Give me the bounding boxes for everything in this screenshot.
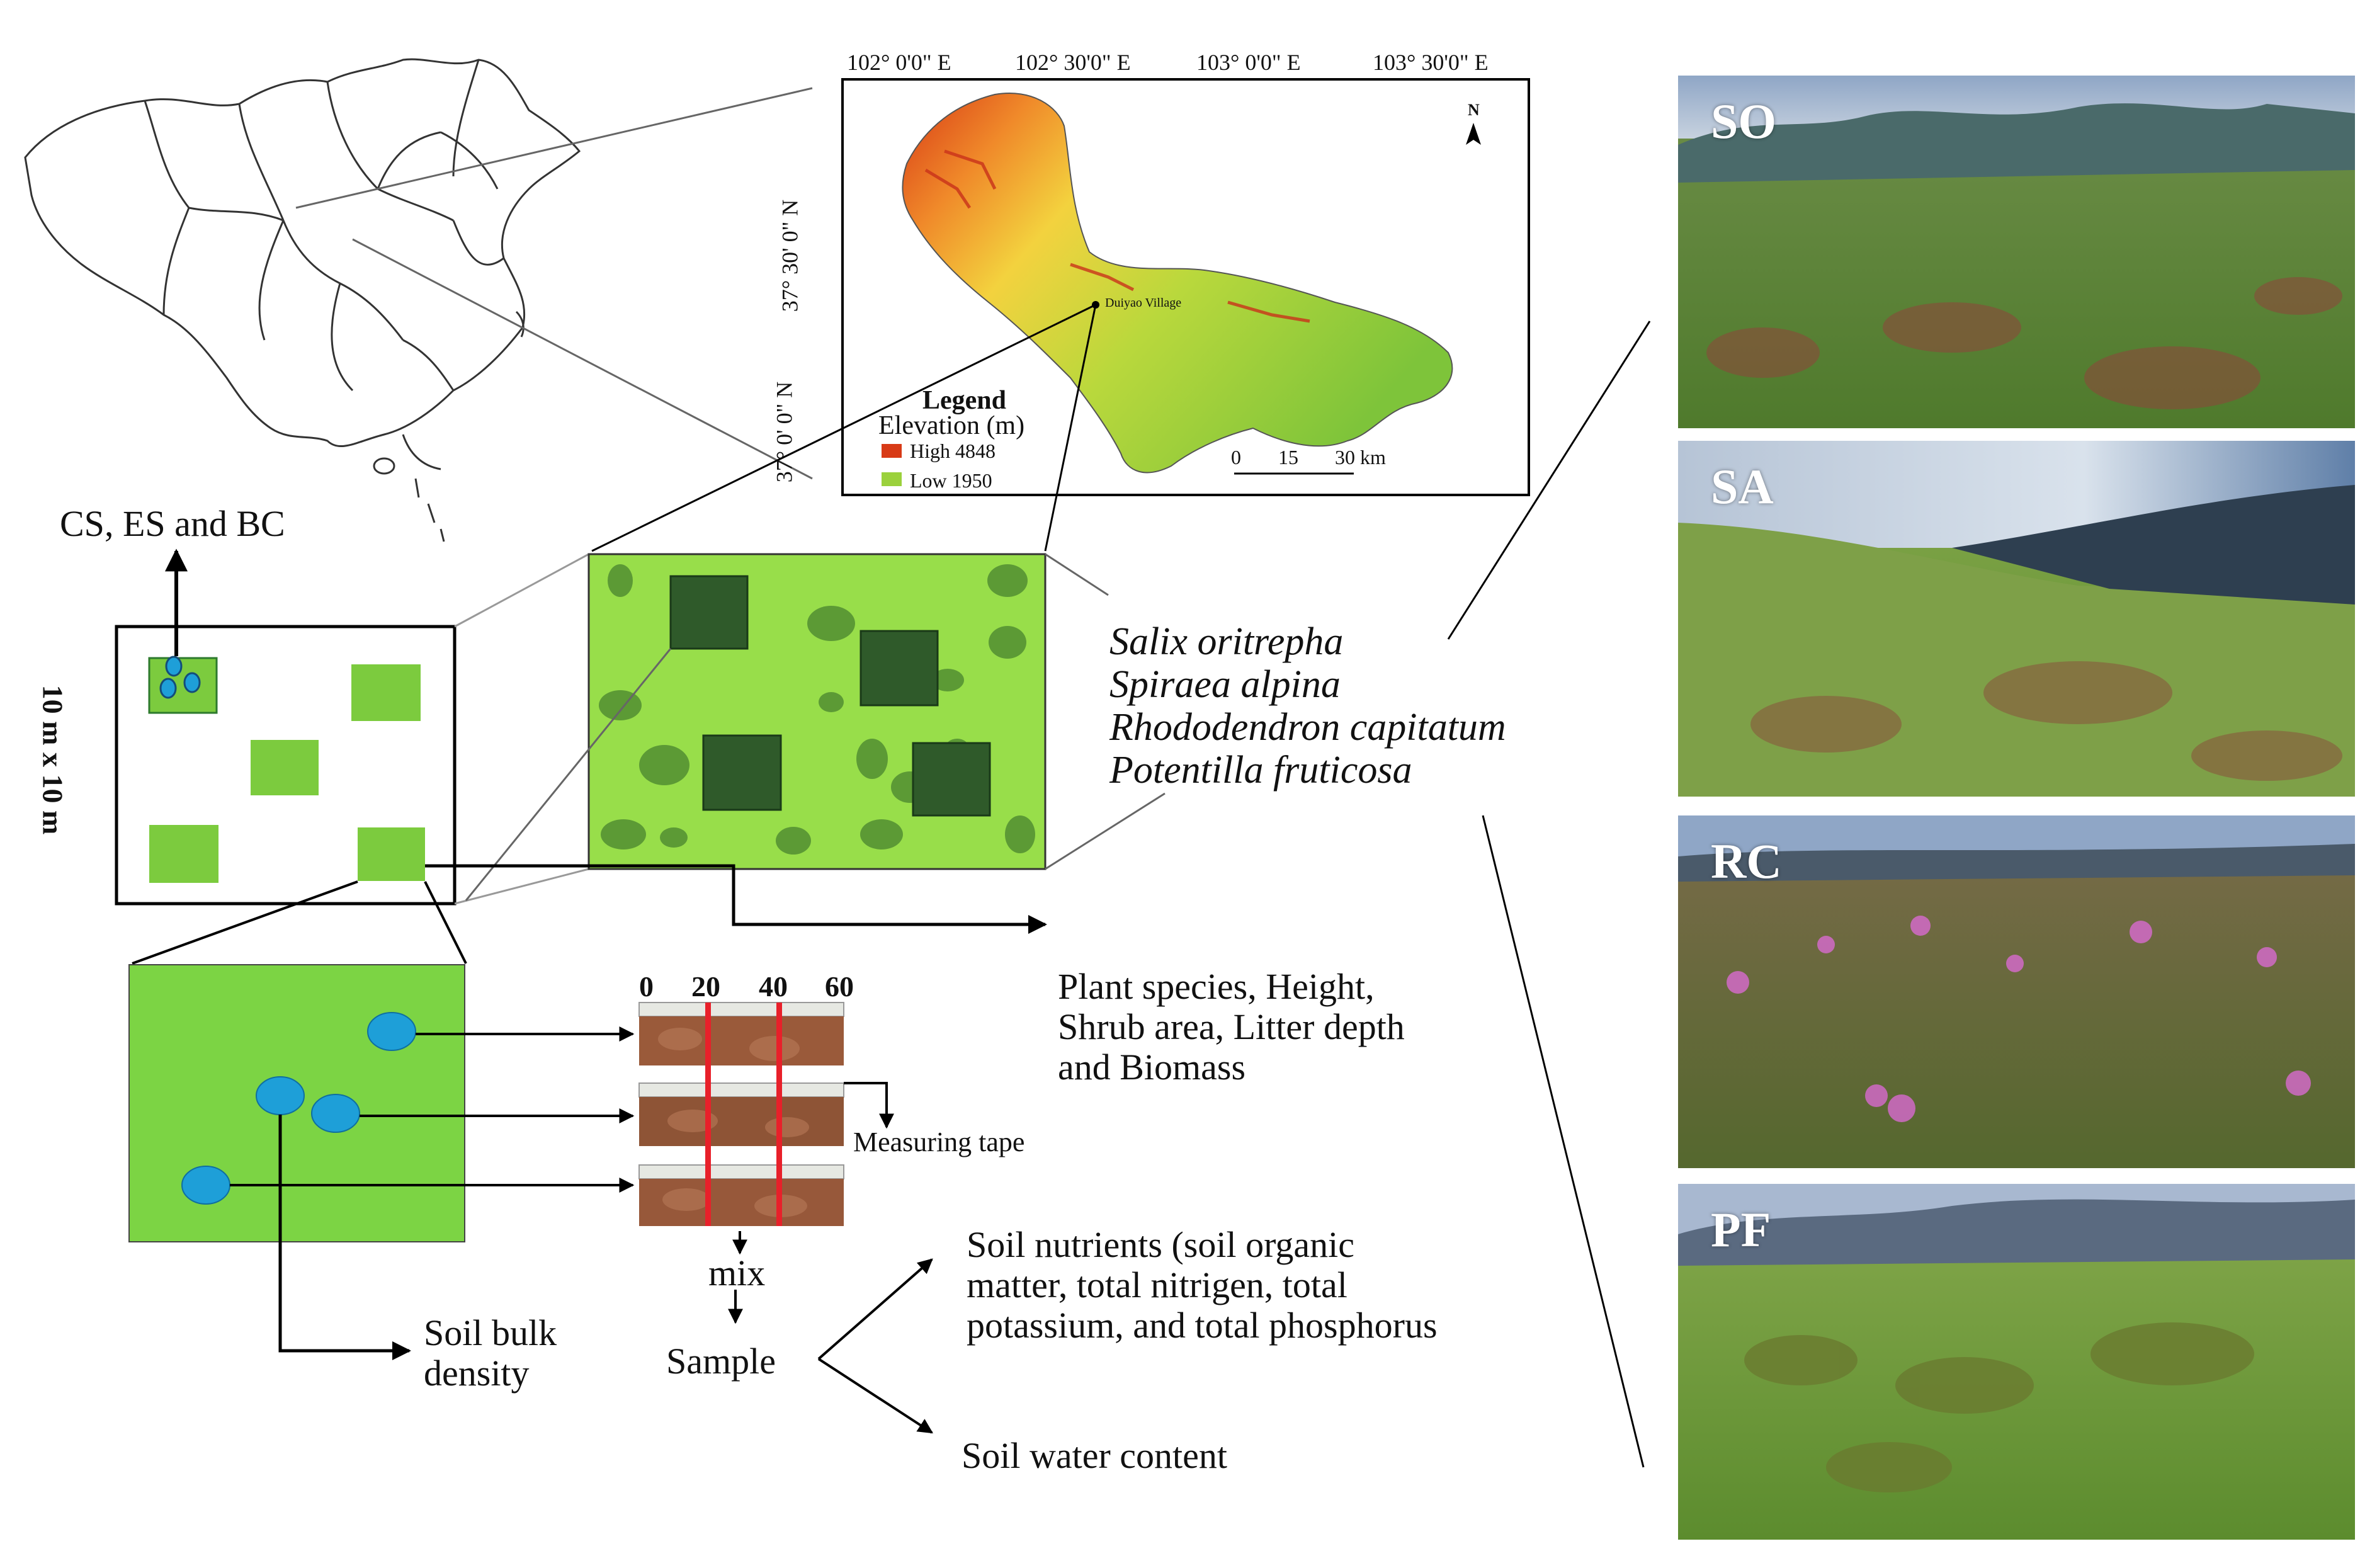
- photo-rc: [1678, 815, 2355, 1168]
- photo-pf-frame: PF: [1678, 1184, 2355, 1540]
- species-to-photos-connector-top: [1447, 321, 1651, 640]
- lon-tick-4: 103° 30'0" E: [1373, 50, 1489, 75]
- vegetation-output-line-1: Plant species, Height,: [1058, 966, 1375, 1007]
- study-area-elevation-shape: [902, 93, 1453, 474]
- shrub-plot: [587, 553, 1047, 870]
- species-2: Spiraea alpina: [1109, 663, 1341, 706]
- photo-sa-frame: SA: [1678, 441, 2355, 797]
- legend-high-swatch: [882, 444, 902, 458]
- quadrat-3: [251, 740, 319, 795]
- soil-nutrients-label: Soil nutrients (soil organic matter, tot…: [967, 1225, 1438, 1346]
- quadrat-4: [149, 825, 218, 883]
- photo-so-label: SO: [1711, 94, 1777, 149]
- mix-label: mix: [708, 1253, 766, 1293]
- photo-sa-label: SA: [1711, 459, 1774, 514]
- scale-label-15: 15: [1278, 446, 1298, 469]
- vegetation-output: Plant species, Height, Shrub area, Litte…: [1058, 967, 1405, 1088]
- lon-tick-3: 103° 0'0" E: [1196, 50, 1301, 75]
- china-outline-map: [24, 58, 581, 542]
- sample-to-water-arrow: [817, 1358, 934, 1434]
- quadrats: [148, 657, 425, 883]
- legend-low: Low 1950: [910, 469, 992, 492]
- tape-tick-60: 60: [825, 970, 854, 1003]
- plot-to-shrub-plot-connector-top: [454, 553, 589, 628]
- north-arrow-icon: [1466, 123, 1481, 145]
- quadrat-to-soil-connector-left: [132, 880, 358, 965]
- legend-low-swatch: [882, 472, 902, 486]
- cs-es-bc-label: CS, ES and BC: [60, 503, 285, 544]
- lat-tick-1: 37° 30' 0" N: [777, 199, 803, 312]
- sample-to-nutrients-arrow: [817, 1258, 933, 1360]
- bulk-density-line-2: density: [424, 1353, 530, 1394]
- tape-tick-20: 20: [691, 970, 720, 1003]
- soil-nutrients-line-3: potassium, and total phosphorus: [967, 1305, 1438, 1346]
- high-elevation-ridges: [924, 149, 1310, 323]
- species-1: Salix oritrepha: [1109, 620, 1344, 663]
- north-label: N: [1468, 101, 1480, 119]
- photo-pf-label: PF: [1711, 1202, 1771, 1257]
- tape-tick-0: 0: [639, 970, 654, 1003]
- shrub-quadrat-to-soil-connector: [465, 648, 672, 901]
- species-to-photos-connector-bottom: [1482, 815, 1645, 1468]
- quadrat-to-vegetation-arrow: [425, 864, 1047, 934]
- species-3: Rhododendron capitatum: [1109, 706, 1506, 749]
- quadrat-1: [148, 657, 218, 714]
- china-to-map-connector-top: [295, 87, 813, 209]
- shrub-to-species-connector-top: [1045, 553, 1109, 596]
- china-to-map-connector-bottom: [352, 238, 813, 480]
- vegetation-output-line-2: Shrub area, Litter depth: [1058, 1006, 1405, 1047]
- quadrat-to-soil-connector-right: [424, 881, 467, 964]
- map-to-plot-connector-right: [1044, 304, 1097, 552]
- legend-title: Legend: [922, 386, 1007, 415]
- shrub-to-species-connector-bottom: [1045, 792, 1166, 870]
- photo-rc-frame: RC: [1678, 815, 2355, 1168]
- photo-so-frame: SO: [1678, 76, 2355, 428]
- measuring-tape-arrow: [844, 1082, 894, 1129]
- scale-label-30: 30 km: [1335, 446, 1386, 469]
- soil-cores: [181, 1012, 416, 1205]
- soil-nutrients-line-1: Soil nutrients (soil organic: [967, 1224, 1354, 1265]
- quadrat-2: [351, 664, 421, 721]
- soil-water-label: Soil water content: [962, 1435, 1228, 1476]
- quadrat-5: [358, 827, 425, 881]
- lon-tick-1: 102° 0'0" E: [847, 50, 951, 75]
- photo-sa: [1678, 441, 2355, 797]
- species-list: Salix oritrepha Spiraea alpina Rhododend…: [1109, 620, 1506, 792]
- soil-core-photos: [638, 1002, 844, 1226]
- measuring-tape-label: Measuring tape: [853, 1127, 1025, 1157]
- scale-label-0: 0: [1231, 446, 1241, 469]
- tape-tick-40: 40: [759, 970, 788, 1003]
- map-to-plot-connector-left: [591, 304, 1096, 552]
- quadrat-1-cores: [159, 656, 201, 699]
- photo-rc-label: RC: [1711, 834, 1782, 889]
- species-4: Potentilla fruticosa: [1109, 749, 1412, 792]
- shrub-quadrats: [669, 575, 991, 817]
- plot-to-shrub-plot-connector-bottom: [454, 868, 589, 905]
- plot-dimension-label: 10 m x 10 m: [37, 685, 69, 835]
- legend-high: High 4848: [910, 440, 996, 462]
- shrub-ovals: [599, 564, 1035, 855]
- sample-label: Sample: [666, 1341, 776, 1382]
- legend-subtitle: Elevation (m): [878, 411, 1025, 440]
- lon-tick-2: 102° 30'0" E: [1015, 50, 1131, 75]
- photo-pf: [1678, 1184, 2355, 1540]
- vegetation-output-line-3: and Biomass: [1058, 1047, 1246, 1088]
- lat-tick-2: 37° 0' 0" N: [771, 381, 797, 483]
- photo-so: [1678, 76, 2355, 428]
- village-label: Duiyao Village: [1105, 296, 1182, 310]
- bulk-density-arrow: [278, 1115, 411, 1360]
- soil-nutrients-line-2: matter, total nitrigen, total: [967, 1264, 1347, 1305]
- bulk-density-label: Soil bulk density: [424, 1313, 557, 1394]
- bulk-density-line-1: Soil bulk: [424, 1312, 557, 1353]
